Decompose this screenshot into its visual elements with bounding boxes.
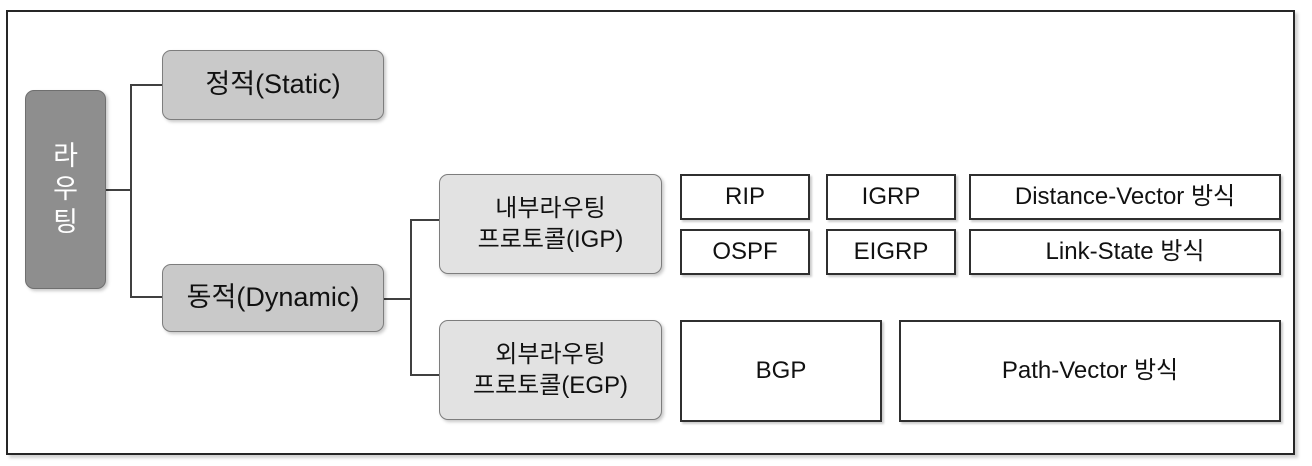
- connector-dynamic-vertical: [410, 219, 412, 374]
- node-igp-label: 내부라우팅 프로토콜(IGP): [477, 194, 624, 253]
- connector-root-stub: [106, 189, 132, 191]
- node-method-path-vector[interactable]: Path-Vector 방식: [899, 320, 1281, 422]
- node-protocol-igrp-label: IGRP: [861, 183, 921, 210]
- node-protocol-eigrp-label: EIGRP: [853, 238, 929, 265]
- connector-to-egp: [410, 374, 440, 376]
- node-protocol-eigrp[interactable]: EIGRP: [826, 229, 956, 275]
- node-method-distance-vector-label: Distance-Vector 방식: [1014, 183, 1236, 210]
- diagram-outer-frame: 라 우 팅 정적(Static) 동적(Dynamic) 내부라우팅 프로토콜(…: [6, 10, 1295, 455]
- node-protocol-bgp[interactable]: BGP: [680, 320, 882, 422]
- node-static-label: 정적(Static): [205, 69, 341, 100]
- connector-root-vertical: [130, 84, 132, 296]
- connector-to-dynamic: [130, 296, 164, 298]
- node-igp[interactable]: 내부라우팅 프로토콜(IGP): [439, 174, 662, 274]
- node-dynamic-label: 동적(Dynamic): [186, 282, 360, 313]
- node-method-distance-vector[interactable]: Distance-Vector 방식: [969, 174, 1281, 220]
- connector-dynamic-stub: [384, 298, 412, 300]
- node-egp-label: 외부라우팅 프로토콜(EGP): [473, 340, 628, 399]
- node-routing-root-label: 라 우 팅: [53, 141, 78, 237]
- node-dynamic[interactable]: 동적(Dynamic): [162, 264, 384, 332]
- node-egp[interactable]: 외부라우팅 프로토콜(EGP): [439, 320, 662, 420]
- node-static[interactable]: 정적(Static): [162, 50, 384, 120]
- node-protocol-igrp[interactable]: IGRP: [826, 174, 956, 220]
- node-method-path-vector-label: Path-Vector 방식: [1001, 357, 1179, 384]
- node-protocol-ospf-label: OSPF: [712, 238, 778, 265]
- node-protocol-rip[interactable]: RIP: [680, 174, 810, 220]
- node-protocol-ospf[interactable]: OSPF: [680, 229, 810, 275]
- connector-to-igp: [410, 219, 440, 221]
- node-method-link-state[interactable]: Link-State 방식: [969, 229, 1281, 275]
- connector-to-static: [130, 84, 164, 86]
- node-protocol-bgp-label: BGP: [755, 357, 807, 384]
- node-protocol-rip-label: RIP: [724, 183, 765, 210]
- node-method-link-state-label: Link-State 방식: [1045, 238, 1205, 265]
- node-routing-root[interactable]: 라 우 팅: [25, 90, 106, 289]
